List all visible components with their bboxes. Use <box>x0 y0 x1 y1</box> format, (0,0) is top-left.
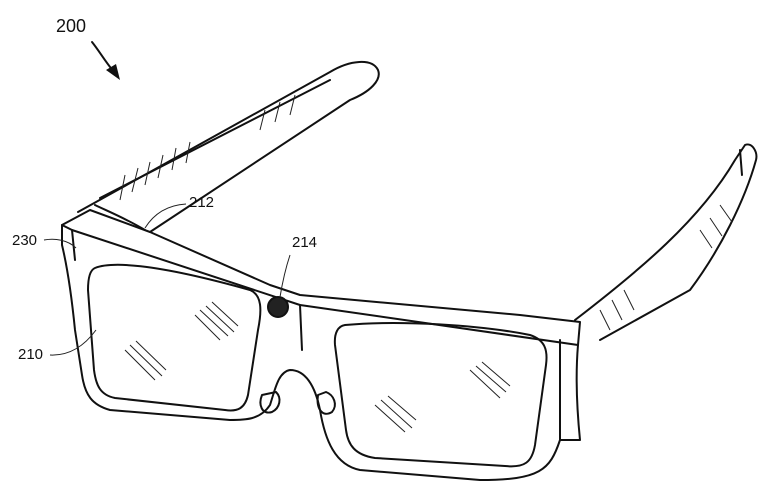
label-210: 210 <box>18 346 44 363</box>
label-230: 230 <box>12 232 38 249</box>
leader-210 <box>49 329 97 356</box>
left-temple <box>77 61 380 233</box>
leader-214 <box>279 254 291 298</box>
lens-hatching <box>124 301 511 433</box>
left-lens <box>87 263 262 412</box>
right-lens <box>333 322 548 468</box>
label-212: 212 <box>189 194 215 211</box>
leader-230 <box>43 238 77 249</box>
right-temple <box>574 143 758 341</box>
reference-arrowhead <box>106 64 120 80</box>
figure-number: 200 <box>56 16 87 36</box>
camera-lens <box>267 296 289 318</box>
label-214: 214 <box>292 234 318 251</box>
nose-pads <box>259 391 336 415</box>
leader-212 <box>144 203 187 229</box>
